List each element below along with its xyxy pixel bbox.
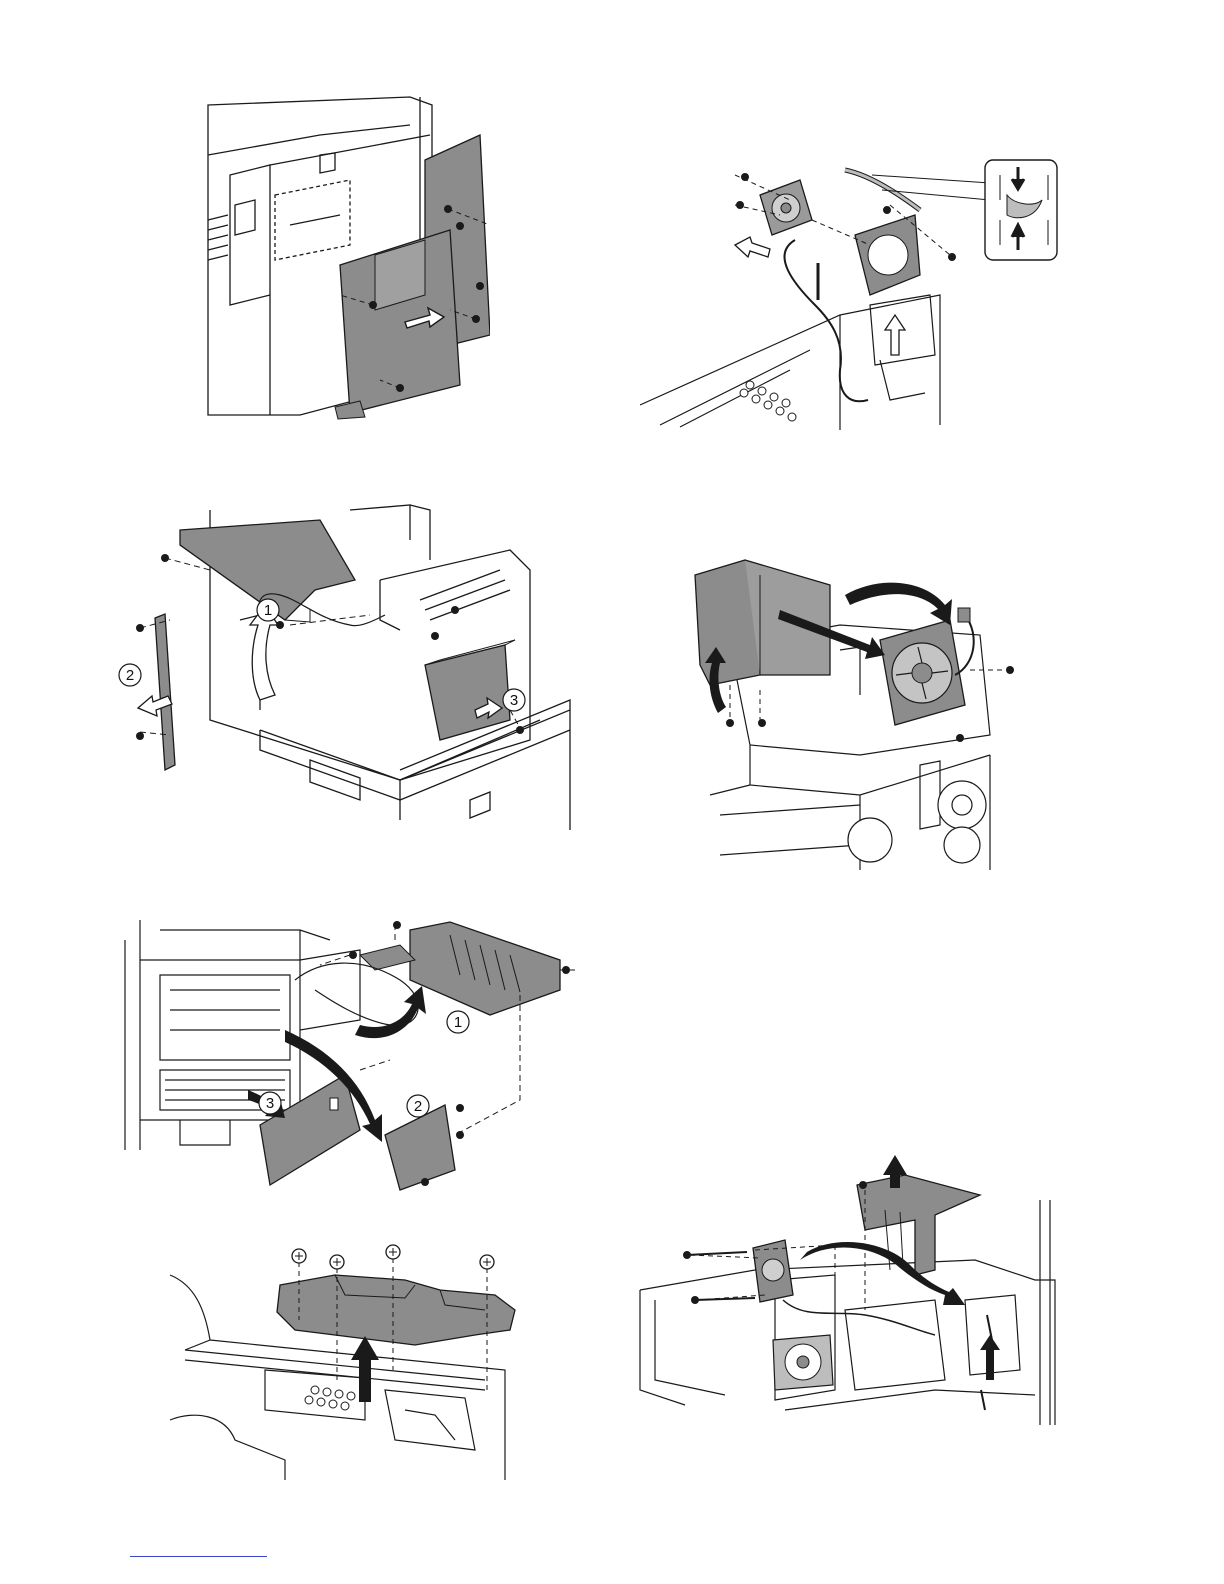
clamp-detail-inset [985,160,1057,260]
fan-unit [760,180,812,235]
footer-rule [130,1556,267,1557]
screw-icons [726,666,1014,742]
exit-covers-drawing: 1 2 3 [120,920,580,1200]
svg-text:1: 1 [454,1014,462,1031]
figure-top-plate [165,1240,520,1480]
lower-fan-unit [773,1335,833,1390]
fan-unit [880,620,965,725]
callout-2: 2 [119,664,141,686]
svg-text:2: 2 [414,1098,422,1115]
left-arrow-icon [735,237,770,257]
front-cover-part [260,1075,360,1185]
fan-removal-drawing [635,1140,1060,1425]
top-plate-part [277,1275,515,1345]
callout-1: 1 [257,599,279,621]
figure-upper-covers: 1 2 3 [110,500,590,830]
rear-small-cover-part [425,640,515,740]
rear-cover-drawing [200,95,490,420]
right-curved-arrow-icon [845,583,952,625]
rear-cover-part [335,135,490,419]
fan-bracket-drawing [640,155,1060,435]
callout-3: 3 [259,1092,281,1114]
figure-fan-removal [635,1140,1060,1425]
svg-text:1: 1 [264,602,272,619]
fan-cover-part [857,1175,980,1275]
top-plate-drawing [165,1240,520,1480]
right-cover-part [385,1105,455,1190]
figure-rear-cover [200,95,490,420]
figure-exit-covers: 1 2 3 [120,920,580,1200]
svg-text:3: 3 [510,692,518,709]
exit-tray-cover-part [360,922,560,1015]
svg-text:2: 2 [126,667,134,684]
up-arrow-icon [885,315,905,355]
upper-covers-drawing: 1 2 3 [110,500,590,830]
callout-3: 3 [503,689,525,711]
callout-1: 1 [447,1011,469,1033]
side-rail-part [155,614,175,770]
curved-arrow-icon [800,1242,965,1305]
figure-duct-fan [690,555,1020,870]
figure-fan-bracket [640,155,1060,435]
fan-bracket-part [855,215,920,295]
up-curved-arrow-icon [355,986,426,1038]
callout-2: 2 [407,1095,429,1117]
duct-fan-drawing [690,555,1020,870]
svg-text:3: 3 [266,1095,274,1112]
screw-icons [292,1245,494,1269]
